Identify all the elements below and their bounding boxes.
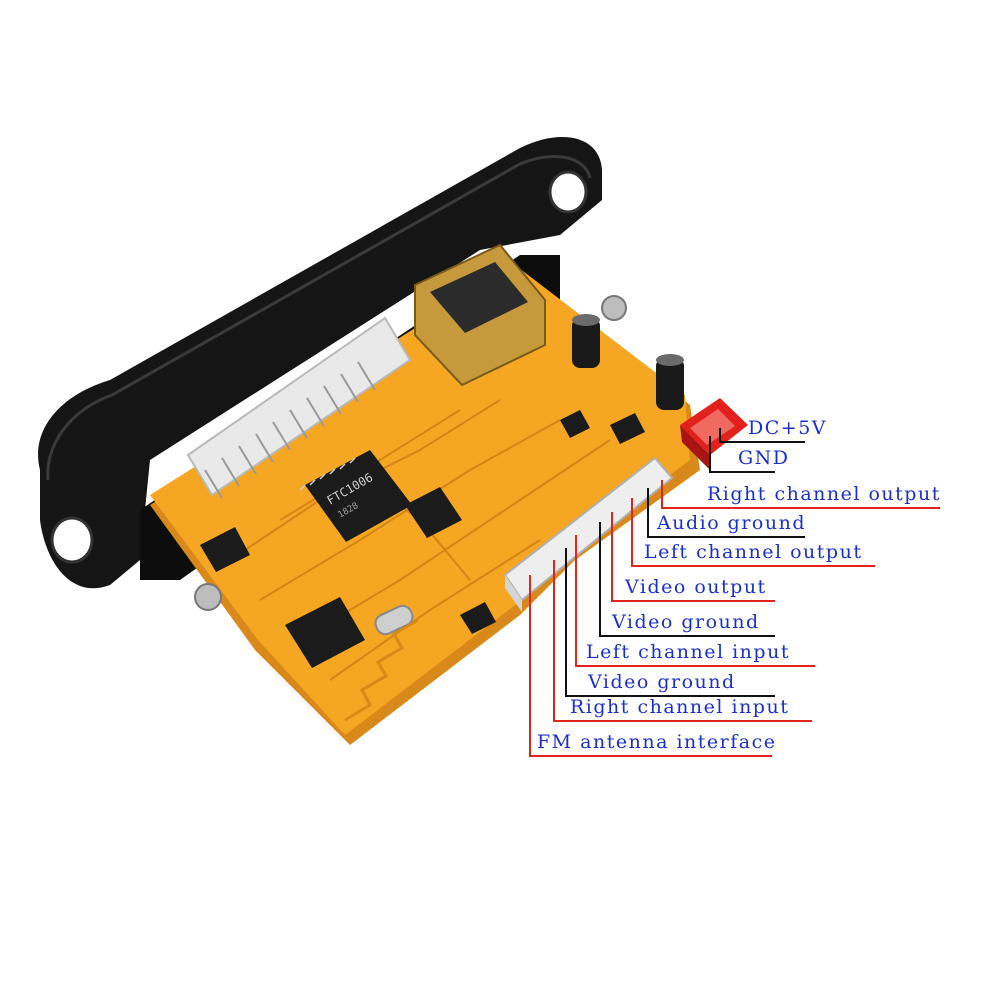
bezel-mount-hole-left (50, 516, 94, 564)
ic-components (200, 410, 645, 668)
leader-line-gnd (709, 436, 775, 473)
pin-label-dc5v: DC+5V (748, 417, 828, 439)
pin-label-left-out: Left channel output (644, 541, 863, 563)
leader-line-right-in (553, 560, 812, 722)
pin-label-fm-antenna: FM antenna interface (537, 731, 777, 753)
power-connector (680, 398, 748, 470)
leader-line-fm-antenna (529, 575, 772, 757)
bezel-mount-hole-right (548, 170, 588, 214)
screws (194, 295, 627, 611)
pin-label-left-in: Left channel input (586, 641, 790, 663)
pin-label-video-gnd-1: Video ground (612, 611, 760, 633)
leader-line-video-gnd-2 (565, 548, 775, 697)
leader-line-audio-gnd (647, 488, 805, 538)
main-chip: FTC1006 1828 (299, 450, 412, 542)
pin-label-audio-gnd: Audio ground (657, 512, 806, 534)
leader-line-left-in (575, 535, 815, 667)
pin-label-video-gnd-2: Video ground (588, 671, 736, 693)
leader-lines (529, 428, 940, 757)
usb-port (414, 243, 546, 387)
pin-label-video-out: Video output (625, 576, 767, 598)
pin-label-right-out: Right channel output (707, 483, 941, 505)
ribbon-connector (186, 316, 412, 499)
leader-line-right-out (661, 480, 940, 509)
bluetooth-antenna-trace (344, 618, 419, 722)
pin-label-gnd: GND (738, 447, 790, 469)
capacitors (572, 314, 684, 410)
leader-line-dc5v (719, 428, 805, 443)
leader-line-video-gnd-1 (599, 522, 775, 637)
pin-header-connector (503, 456, 674, 612)
pin-label-right-in: Right channel input (570, 696, 790, 718)
leader-line-left-out (631, 498, 875, 567)
leader-line-video-out (611, 512, 775, 602)
